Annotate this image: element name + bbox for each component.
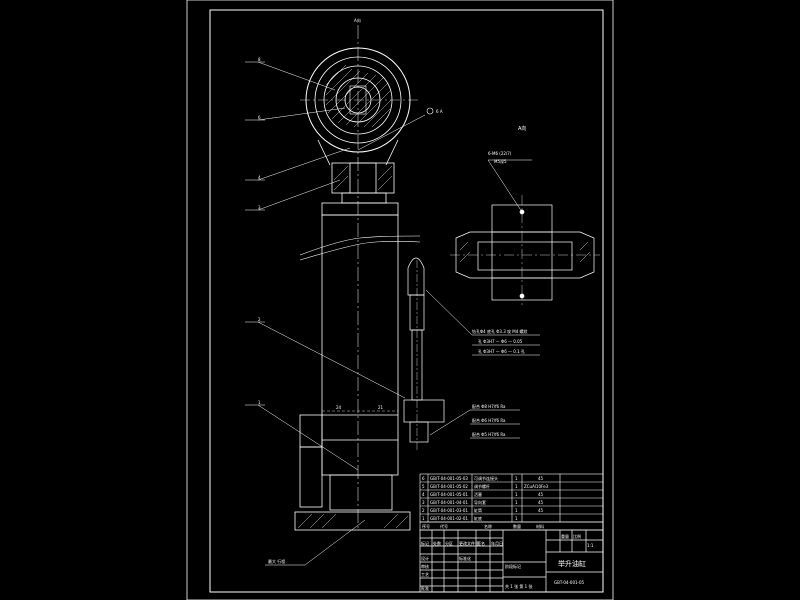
parts-cell: ZCuAl10Fe3 <box>524 484 549 489</box>
header-cell: 名称 <box>484 523 492 529</box>
callout-3-leader <box>429 409 520 439</box>
parts-cell: GB/T-04-001-05-02 <box>430 484 468 489</box>
dim-small: 24 <box>336 405 342 410</box>
parts-cell: 3 <box>422 500 425 505</box>
parts-cell: 45 <box>538 508 544 513</box>
balloon-label: 6 <box>258 115 261 120</box>
callout-3-line: 配合 Φ8 H7/f6 Ra <box>472 403 506 409</box>
parts-cell: 导向套 <box>474 499 486 505</box>
parts-cell: 45 <box>538 500 544 505</box>
section-a-view <box>450 159 600 305</box>
callout-2-line: 孔 Φ3H7 — Φ6 — 0.1 孔 <box>478 348 525 354</box>
parts-cell: 4 <box>422 492 425 497</box>
tb-sheet: 共 1 张 第 1 张 <box>505 583 532 589</box>
bottom-left-label: 最大 行程 <box>268 558 285 564</box>
parts-cell: 活塞 <box>474 491 482 497</box>
tb-label: 更改文件号 <box>459 540 479 546</box>
tb-label: 签名 <box>477 540 485 546</box>
tb-label: 年月日 <box>491 540 503 546</box>
parts-cell: 1 <box>515 476 518 481</box>
title-block-title: 举升油缸 <box>558 559 586 568</box>
callout-2-line: 孔 Φ3H7 — Φ6 — 0.05 <box>478 338 523 344</box>
tb-label: 批准 <box>421 585 429 591</box>
header-cell: 代号 <box>440 523 448 529</box>
callout-1-title: 6-M6 (22/7) <box>488 151 512 156</box>
tb-label: 重量 <box>561 533 569 539</box>
parts-cell: 1 <box>422 516 425 521</box>
outer-border <box>186 0 614 600</box>
parts-cell: 1 <box>515 492 518 497</box>
parts-cell: 5 <box>422 484 425 489</box>
cylinder-body <box>294 202 421 531</box>
parts-table-rows: 6 GB/T-04-001-05-03 可调节连接头 1 45 5 GB/T-0… <box>422 475 549 521</box>
parts-cell: GB/T-04-001-05-03 <box>430 476 468 481</box>
tb-label: 1:1 <box>587 543 594 548</box>
parts-cell: GB/T-04-001-04-01 <box>430 500 468 505</box>
bottom-leader <box>304 519 366 566</box>
parts-cell: 缸筒 <box>474 507 482 513</box>
tb-label: 阶段标记 <box>505 563 521 569</box>
parts-cell: 2 <box>422 508 425 513</box>
callout-3-line: 配合 Φ5 H7/f6 Ra <box>472 431 506 437</box>
title-block <box>419 529 604 593</box>
parts-cell: 可调节连接头 <box>474 475 498 481</box>
parts-cell: 缸底 <box>474 515 482 521</box>
title-block-labels: 标记 处数 分区 更改文件号 签名 年月日 设计 标准化 审核 工艺 批准 阶段… <box>421 533 594 591</box>
callout-2-line: 钻孔Φ4 底孔 Φ3.3 攻 M4 螺纹 <box>472 328 528 334</box>
rod-eye <box>300 47 420 153</box>
header-cell: 材料 <box>536 523 544 529</box>
parts-cell: 45 <box>538 476 544 481</box>
callout-3-line: 配合 Φ6 H7/f6 Ra <box>472 417 506 423</box>
tb-label: 标准化 <box>459 555 471 561</box>
title-block-drawing-no: GBT-04-001-05 <box>554 580 585 585</box>
parts-cell: GB/T-04-001-02-01 <box>430 516 468 521</box>
parts-table <box>419 473 604 523</box>
parts-cell: 1 <box>515 484 518 489</box>
header-cell: 数量 <box>513 523 521 529</box>
tb-label: 工艺 <box>421 572 429 577</box>
top-center-label: A向 <box>354 17 361 23</box>
tb-label: 设计 <box>421 555 429 561</box>
parts-cell: GB/T-04-001-05-01 <box>430 492 468 497</box>
parts-cell: 6 <box>422 476 425 481</box>
tb-label: 标记 <box>421 540 429 546</box>
callout-1-sub: M5深5 <box>494 158 507 164</box>
small-marker <box>426 107 434 115</box>
section-label: A向 <box>518 125 526 132</box>
tb-label: 分区 <box>445 540 453 546</box>
balloon-labels: 8 6 4 3 2 1 <box>258 57 261 405</box>
inner-border <box>209 9 604 593</box>
balloon-label: 2 <box>258 317 261 322</box>
parts-cell: 1 <box>515 508 518 513</box>
tb-label: 处数 <box>433 540 441 546</box>
tb-label: 比例 <box>573 533 581 539</box>
adjusting-screw <box>403 257 445 450</box>
balloon-label: 4 <box>258 175 261 180</box>
right-small-label: 6 A <box>436 109 443 114</box>
parts-cell: 1 <box>515 500 518 505</box>
balloon-label: 3 <box>258 205 261 210</box>
balloon-label: 1 <box>258 400 261 405</box>
parts-cell: 1 <box>515 516 518 521</box>
parts-cell: GB/T-04-001-03-01 <box>430 508 468 513</box>
header-cell: 序号 <box>422 523 430 529</box>
parts-cell: 调节螺杆 <box>474 483 490 489</box>
parts-cell: 45 <box>538 492 544 497</box>
callout-2-leader <box>425 289 540 356</box>
dim-small-2: 21 <box>378 405 384 410</box>
parts-table-header-labels: 序号 代号 名称 数量 材料 <box>422 523 544 529</box>
balloon-leaders <box>245 61 426 471</box>
balloon-label: 8 <box>258 57 261 62</box>
tb-label: 审核 <box>421 563 429 569</box>
